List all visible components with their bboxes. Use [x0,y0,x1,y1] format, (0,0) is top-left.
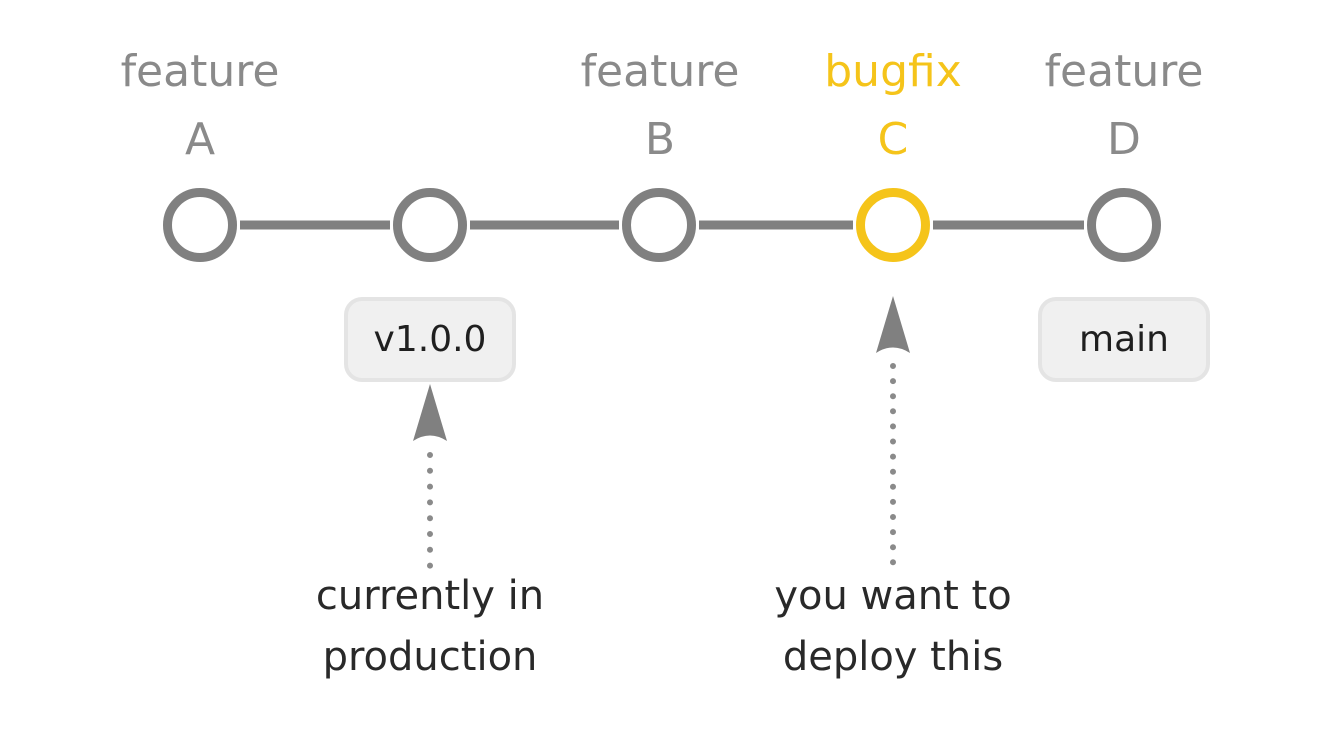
branch-name: bugfix [824,46,962,97]
commit-node-tagged-v100 [393,188,467,262]
branch-name: feature [1044,46,1204,97]
arrow-up-icon-v100 [413,384,447,441]
commit-node-a [163,188,237,262]
branch-name: feature [580,46,740,97]
tag-main: main [1038,297,1210,382]
branch-label-bugfix-c: bugfix C [824,44,962,168]
annotation-line: deploy this [782,634,1004,680]
branch-id: D [1107,114,1141,165]
annotation-line: you want to [774,573,1012,619]
branch-id: A [184,114,216,165]
annotation-line: production [322,634,538,680]
branch-id: B [644,114,676,165]
commit-node-d [1087,188,1161,262]
branch-id: C [877,114,909,165]
annotation-line: currently in [315,573,545,619]
branch-label-feature-a: feature A [121,44,280,168]
branch-label-feature-b: feature B [581,44,740,168]
tag-v1-0-0: v1.0.0 [344,297,516,382]
commit-node-b [622,188,696,262]
arrow-up-icon-c [876,296,910,353]
annotation-currently-in-production: currently in production [316,566,544,688]
commit-node-c-highlighted [856,188,930,262]
branch-name: feature [120,46,280,97]
annotation-you-want-to-deploy-this: you want to deploy this [774,566,1011,688]
branch-label-feature-d: feature D [1045,44,1204,168]
